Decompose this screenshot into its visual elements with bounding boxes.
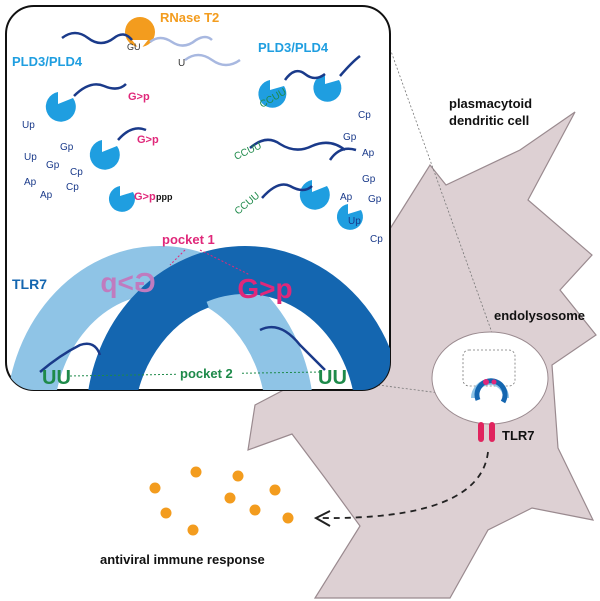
dendritic-cell [247, 111, 597, 599]
rnase-t2-label: RNase T2 [160, 10, 219, 25]
pdc-label-line1: plasmacytoid [449, 96, 532, 111]
gp-pocket-dark: G>p [237, 273, 292, 304]
nt-left: Up [24, 152, 37, 163]
nt-right: Cp [370, 234, 383, 245]
endolysosome-vesicle [431, 331, 549, 425]
gp-frag-2: G>p [137, 134, 159, 146]
gu-top: GU [127, 42, 141, 52]
signal-arrowhead [313, 510, 331, 527]
rna-top-right2 [184, 53, 241, 67]
nt-right: Up [348, 216, 361, 227]
nt-left: Ap [40, 190, 53, 201]
uu-left: UU [42, 367, 71, 389]
rnase-t2-cleft [132, 40, 148, 50]
nt-left: Gp [60, 142, 74, 153]
nt-right: Ap [362, 148, 375, 159]
rna-right-strands [249, 55, 361, 199]
signal-arrow [319, 451, 489, 519]
nucleotides-left: Up Gp Up Gp Cp Ap Ap Cp [22, 120, 83, 201]
u-top: U [178, 58, 185, 69]
pocket2-label-bg [176, 364, 240, 382]
pld-enzymes-left [45, 92, 135, 212]
endolysosome-label: endolysosome [494, 308, 585, 323]
nt-right: Cp [358, 110, 371, 121]
nt-left: Up [22, 120, 35, 131]
nt-left: Ap [24, 177, 37, 188]
pocket2-label: pocket 2 [180, 366, 233, 381]
nt-left: Gp [46, 160, 60, 171]
antiviral-label: antiviral immune response [100, 552, 265, 567]
pocket1-label: pocket 1 [162, 232, 215, 247]
nt-right: Gp [343, 132, 357, 143]
pdc-label-line2: dendritic cell [449, 113, 529, 128]
nt-right: Gp [368, 194, 382, 205]
tlr7-arc-light [6, 246, 314, 390]
gp-frag-3: G>p [134, 191, 156, 203]
nucleotides-right: Cp Gp Ap Gp Ap Gp Up Cp [340, 110, 383, 245]
pld-enzymes-right [258, 74, 363, 230]
tlr7-cell-label: TLR7 [502, 428, 535, 443]
cytokine-dots [149, 466, 294, 536]
rna-top-left [61, 31, 133, 45]
gp-pocket-light: G>p [100, 267, 155, 298]
nt-right: Ap [340, 192, 353, 203]
pocket1-pointer-right [199, 249, 251, 276]
nt-left: Cp [66, 182, 79, 193]
tlr7-arc-dark-overlap [86, 262, 210, 390]
ppp-label: ppp [156, 192, 173, 202]
uu-right: UU [318, 367, 347, 389]
tlr7-receptor-mini [471, 378, 509, 442]
rna-bound-left [39, 342, 102, 373]
endolysosome-zoom-box [462, 349, 516, 387]
nt-right: Gp [362, 174, 376, 185]
rna-bound-right [259, 325, 326, 371]
pld-right-label: PLD3/PLD4 [258, 40, 329, 55]
rna-top-right [149, 35, 213, 47]
nt-left: Cp [70, 167, 83, 178]
gp-frag-1: G>p [128, 91, 150, 103]
tlr7-inset-label: TLR7 [12, 276, 47, 292]
rna-left-strands [73, 83, 147, 141]
pld-left-label: PLD3/PLD4 [12, 54, 83, 69]
pocket1-pointer-left [169, 249, 186, 266]
zoom-line-top [377, 14, 501, 356]
